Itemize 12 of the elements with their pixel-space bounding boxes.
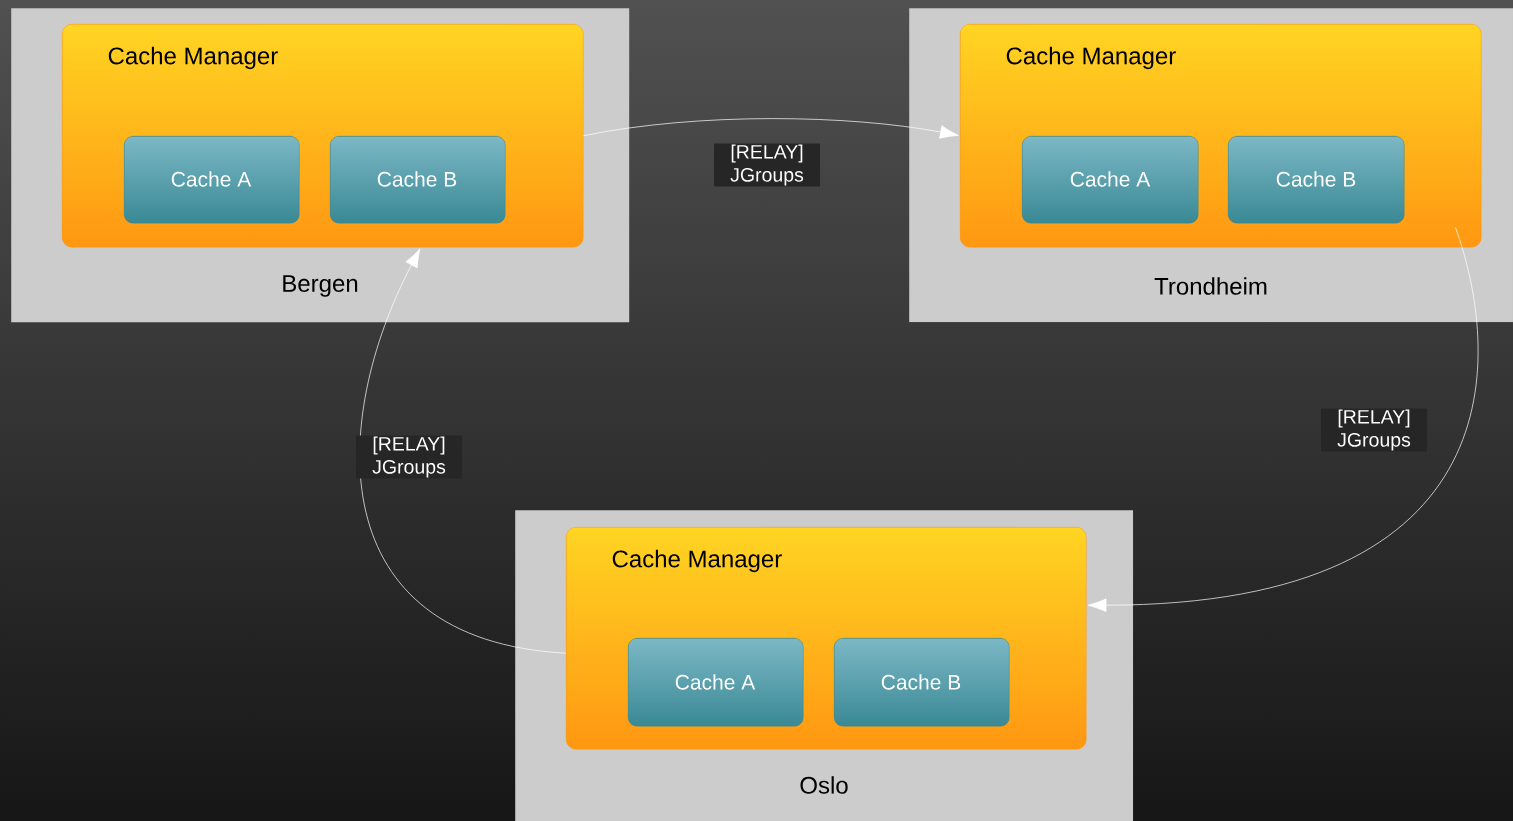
cache-box: Cache A	[124, 136, 300, 224]
arrow	[1087, 227, 1479, 612]
arrow	[583, 118, 959, 139]
cache-box: Cache A	[628, 638, 804, 727]
cache-box: Cache B	[1228, 136, 1405, 224]
cache-box: Cache A	[1022, 136, 1199, 224]
edge-label: [RELAY] JGroups	[714, 143, 820, 187]
edge-label: [RELAY] JGroups	[1321, 408, 1427, 452]
cache-box: Cache B	[834, 638, 1010, 727]
arrow	[359, 248, 567, 654]
edge-label: [RELAY] JGroups	[356, 435, 462, 479]
cache-box: Cache B	[330, 136, 506, 224]
